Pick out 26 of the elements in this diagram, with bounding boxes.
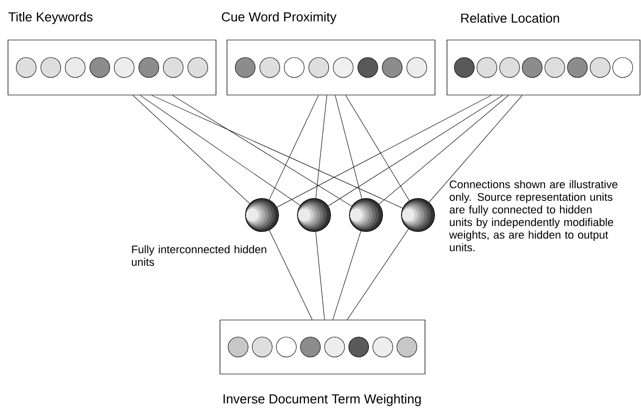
connection-line xyxy=(345,95,410,201)
connection-line xyxy=(346,228,409,320)
connection-line xyxy=(316,95,328,199)
connection-line xyxy=(268,95,319,200)
connection-line xyxy=(140,95,300,206)
hidden-unit xyxy=(349,198,383,232)
layer-heading: Cue Word Proximity xyxy=(222,12,336,24)
layer-heading: Title Keywords xyxy=(8,12,92,24)
connection-line xyxy=(315,231,325,320)
connection-line xyxy=(172,95,352,206)
note-text: Fully interconnected hidden units xyxy=(132,245,266,266)
connection-line xyxy=(151,95,403,208)
layer-heading: Relative Location xyxy=(461,13,560,23)
connection-line xyxy=(378,95,509,204)
connection-line xyxy=(332,230,362,320)
connection-line xyxy=(132,95,250,204)
note-text: Connections shown are illustrative only. Source representation units are fully connected to hidden units by independently modifiable weights, as are hidden to output units. xyxy=(449,180,618,252)
connection-line xyxy=(276,95,492,208)
hidden-unit xyxy=(297,198,331,232)
layer-heading: Inverse Document Term Weighting xyxy=(224,394,421,406)
connection-line xyxy=(269,230,312,320)
hidden-unit xyxy=(401,198,435,232)
connection-line xyxy=(328,95,504,206)
connection-line xyxy=(428,95,522,203)
connection-line xyxy=(334,95,362,199)
hidden-unit xyxy=(245,198,279,232)
